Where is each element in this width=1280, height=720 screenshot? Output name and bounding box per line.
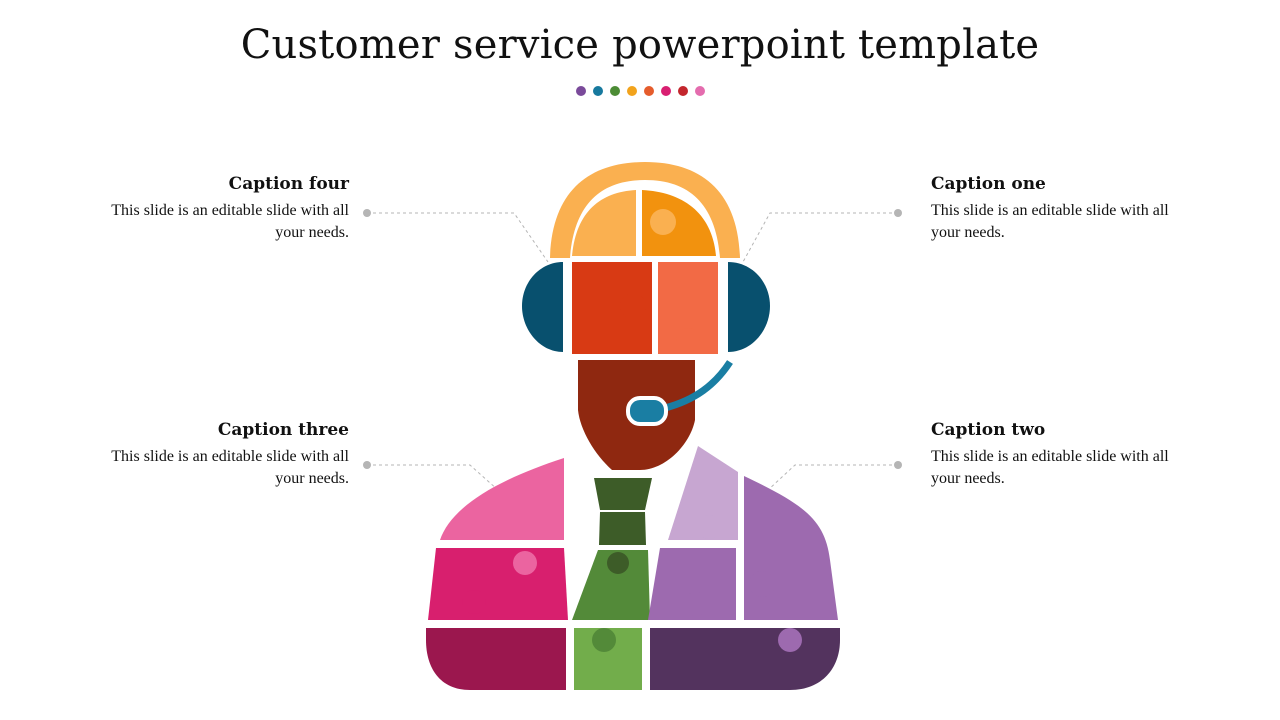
decorative-dot bbox=[575, 86, 586, 96]
decorative-dot bbox=[626, 86, 637, 96]
decorative-dot bbox=[660, 86, 671, 96]
connector-lines bbox=[367, 212, 898, 491]
headband bbox=[550, 162, 740, 258]
caption-four: Caption four This slide is an editable s… bbox=[99, 174, 349, 244]
purple-piece-mid bbox=[648, 548, 736, 620]
helmet-piece-left bbox=[572, 190, 636, 256]
caption-four-heading: Caption four bbox=[228, 174, 349, 194]
caption-three-text: This slide is an editable slide with all… bbox=[111, 448, 349, 487]
tie-mid bbox=[572, 550, 650, 620]
tie-top bbox=[599, 512, 646, 545]
decorative-dot bbox=[643, 86, 654, 96]
caption-two-heading: Caption two bbox=[931, 420, 1046, 440]
pink-piece-bottom bbox=[426, 628, 566, 690]
caption-three-heading: Caption three bbox=[217, 420, 349, 440]
decorative-dots bbox=[0, 86, 1280, 96]
decorative-dot bbox=[592, 86, 603, 96]
caption-one-text: This slide is an editable slide with all… bbox=[931, 202, 1169, 241]
connector-three bbox=[367, 464, 499, 491]
caption-two: Caption two This slide is an editable sl… bbox=[931, 420, 1181, 490]
caption-four-text: This slide is an editable slide with all… bbox=[111, 202, 349, 241]
purple-piece-bottom bbox=[650, 628, 840, 690]
caption-two-text: This slide is an editable slide with all… bbox=[931, 448, 1169, 487]
decorative-dot bbox=[694, 86, 705, 96]
pink-piece-top bbox=[440, 458, 564, 540]
connector-one bbox=[742, 212, 898, 263]
page-title: Customer service powerpoint template bbox=[240, 22, 1040, 68]
caption-three: Caption three This slide is an editable … bbox=[99, 420, 349, 490]
earcup-right bbox=[728, 262, 770, 352]
decorative-dot bbox=[609, 86, 620, 96]
connector-dots bbox=[363, 209, 902, 469]
earcup-left bbox=[522, 262, 563, 352]
caption-one-heading: Caption one bbox=[931, 174, 1046, 194]
decorative-dot bbox=[677, 86, 688, 96]
pink-piece-mid bbox=[428, 548, 568, 620]
helmet-piece-right bbox=[642, 190, 716, 256]
purple-piece-right bbox=[744, 476, 838, 620]
connector-two bbox=[767, 464, 898, 491]
mic-boom bbox=[664, 360, 733, 412]
purple-piece-light bbox=[668, 446, 738, 540]
tie-knot bbox=[594, 478, 652, 510]
connector-four bbox=[367, 212, 549, 263]
mic-head bbox=[626, 396, 668, 426]
caption-one: Caption one This slide is an editable sl… bbox=[931, 174, 1181, 244]
